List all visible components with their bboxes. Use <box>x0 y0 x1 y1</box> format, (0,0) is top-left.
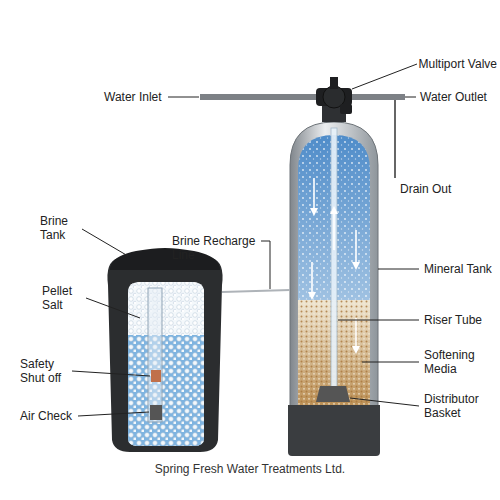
part-label: Drain Out <box>400 182 451 196</box>
flow-arrow <box>333 210 335 250</box>
distributor-basket <box>316 386 350 402</box>
flow-arrow <box>355 318 357 350</box>
leader-line <box>261 241 270 289</box>
leader-line <box>378 269 419 270</box>
part-label: Water Outlet <box>420 90 487 104</box>
brine-well <box>148 288 162 422</box>
brine-recharge-line <box>222 290 290 292</box>
part-label: Air Check <box>20 409 72 423</box>
leader-line <box>362 362 419 363</box>
leader-line <box>352 64 417 89</box>
safety-float <box>151 370 161 382</box>
part-label: Brine Tank <box>40 214 82 242</box>
brine-tank-lid <box>110 248 220 270</box>
salt-pellets <box>128 282 204 446</box>
tank-base <box>288 405 380 456</box>
part-label: Softening Media <box>424 348 494 376</box>
brine-tank-body <box>107 258 222 452</box>
leader-line <box>86 298 140 318</box>
part-label: Pellet Salt <box>42 284 88 312</box>
flow-arrow <box>313 178 315 212</box>
leader-line <box>350 398 419 406</box>
air-check-valve <box>150 405 162 420</box>
leader-line <box>82 229 128 256</box>
part-label: Mineral Tank <box>424 262 492 276</box>
part-label: Riser Tube <box>424 313 482 327</box>
leader-line <box>78 412 149 416</box>
part-label: Brine Recharge Line <box>172 234 262 262</box>
brine-cutaway <box>128 282 204 446</box>
valve-cap <box>330 77 338 89</box>
caption: Spring Fresh Water Treatments Ltd. <box>0 462 500 476</box>
leader-line <box>168 97 199 98</box>
riser-tube <box>331 128 337 400</box>
mineral-tank-shell <box>290 122 378 452</box>
drain-line <box>394 100 396 178</box>
leader-line <box>405 97 416 98</box>
flow-arrow <box>311 262 313 296</box>
water-pipe <box>200 94 405 100</box>
part-label: Safety Shut off <box>20 357 72 385</box>
flow-arrow <box>355 230 357 266</box>
part-label: Water Inlet <box>104 90 162 104</box>
part-label: Distributor Basket <box>424 392 496 420</box>
leader-line <box>338 320 419 321</box>
part-label: Multiport Valve <box>419 57 497 71</box>
leader-line <box>72 371 150 376</box>
valve-handle <box>340 104 352 114</box>
